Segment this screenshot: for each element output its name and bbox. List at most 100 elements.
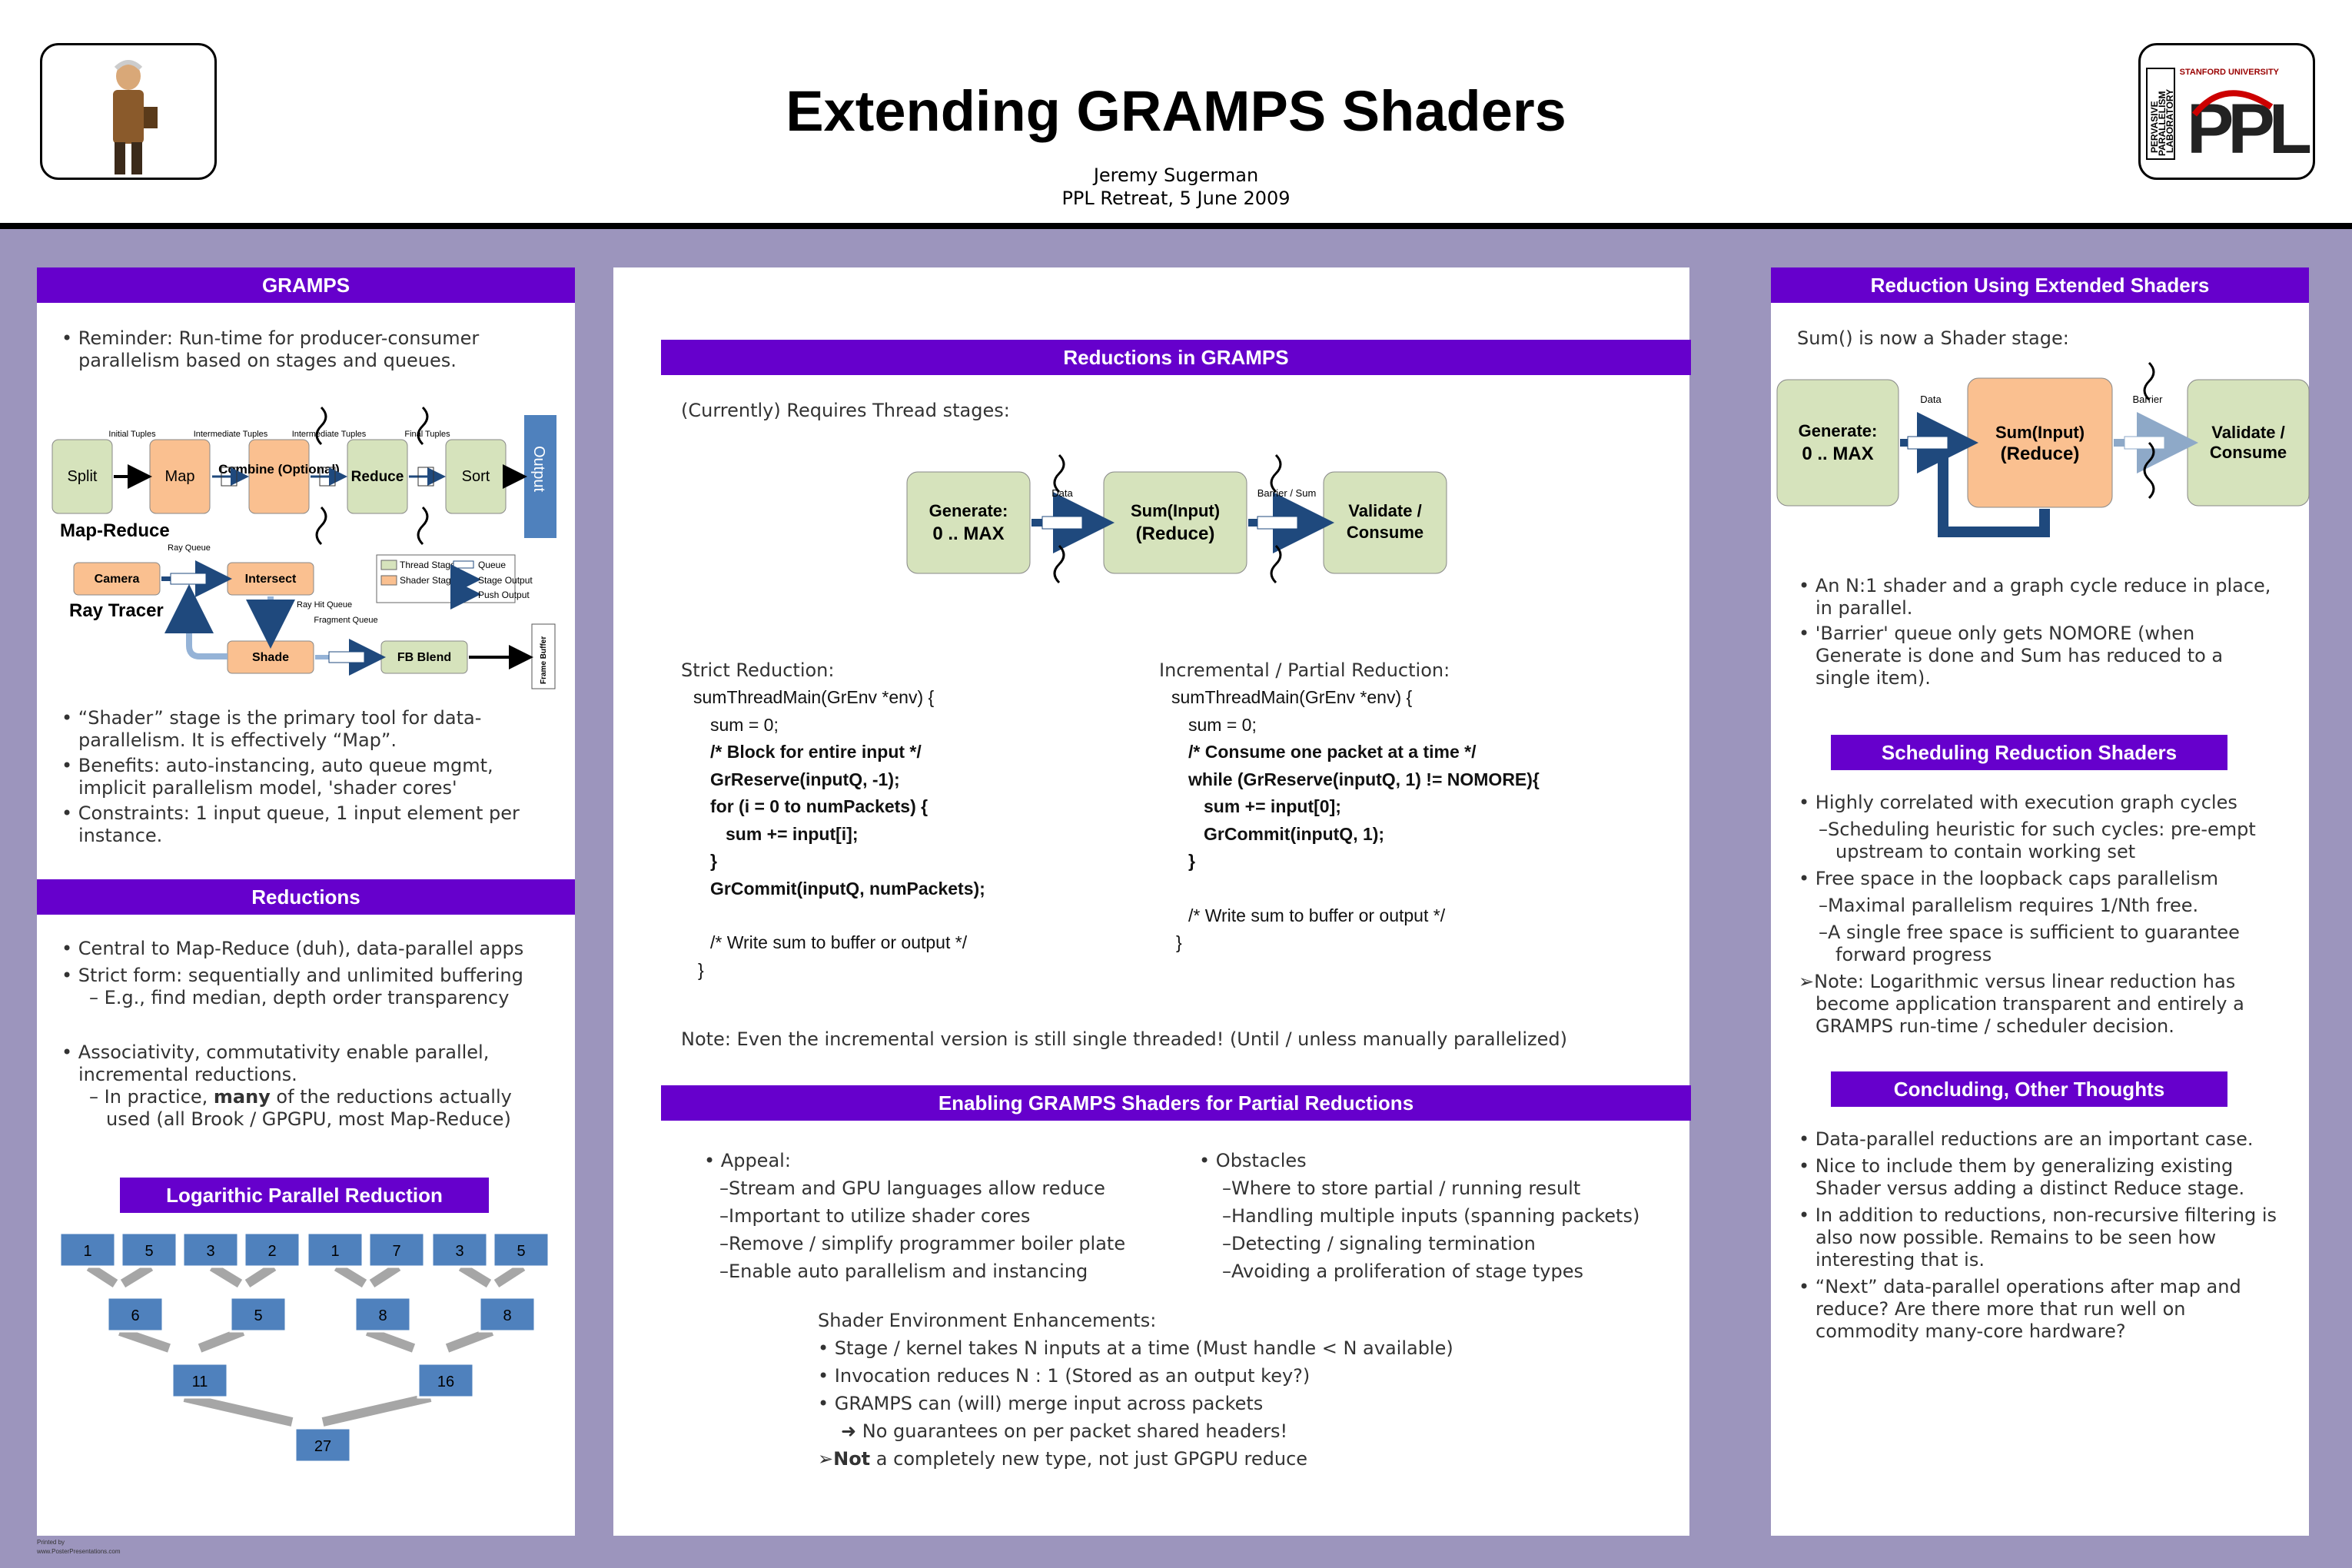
svg-text:Reduce: Reduce: [351, 469, 404, 485]
tree-node-value: 5: [517, 1243, 525, 1260]
tree-node-value: 5: [145, 1243, 153, 1260]
concluding-heading: Concluding, Other Thoughts: [1831, 1071, 2227, 1107]
single-thread-note: Note: Even the incremental version is st…: [681, 1028, 1567, 1050]
legend: [376, 554, 516, 603]
svg-text:Shade: Shade: [252, 651, 289, 664]
tree-node-value: 3: [455, 1243, 463, 1260]
enabling-heading: Enabling GRAMPS Shaders for Partial Redu…: [661, 1085, 1691, 1121]
incremental-title: Incremental / Partial Reduction:: [1159, 659, 1450, 681]
tree-node: [354, 1296, 412, 1333]
svg-text:Camera: Camera: [95, 573, 140, 586]
scheduling-text: • Highly correlated with execution graph…: [1799, 792, 2256, 1037]
ppl-logo: STANFORD UNIVERSITY PERVASIVE PARALLELIS…: [2138, 43, 2315, 180]
svg-text:Sum(Input): Sum(Input): [1995, 423, 2085, 442]
tree-node: [492, 1231, 550, 1268]
generate-stage: [906, 471, 1031, 574]
svg-text:Generate:: Generate:: [929, 501, 1008, 520]
tree-node: [171, 1362, 229, 1399]
svg-text:Ray Queue: Ray Queue: [168, 543, 211, 553]
svg-text:Barrier / Sum: Barrier / Sum: [1257, 487, 1317, 499]
svg-text:Barrier: Barrier: [2132, 394, 2163, 405]
tree-node-value: 7: [392, 1243, 400, 1260]
tree-node-value: 8: [378, 1307, 387, 1324]
gramps-bullets: • “Shader” stage is the primary tool for…: [61, 707, 520, 846]
appeal-list: • Appeal: –Stream and GPU languages allo…: [704, 1150, 1126, 1282]
svg-text:0 .. MAX: 0 .. MAX: [932, 523, 1004, 544]
tree-node: [106, 1296, 164, 1333]
tree-node: [120, 1231, 178, 1268]
sum-shader-stage: [1967, 377, 2113, 508]
tree-node: [294, 1427, 352, 1463]
tree-node-value: 11: [192, 1374, 208, 1390]
svg-text:Consume: Consume: [2210, 443, 2287, 462]
svg-text:LABORATORY: LABORATORY: [2164, 89, 2175, 153]
gramps-intro: • Reminder: Run-time for producer-consum…: [61, 327, 480, 371]
svg-text:Data: Data: [1920, 394, 1942, 405]
sum-thread-stage: [1103, 471, 1247, 574]
tree-node-value: 5: [254, 1307, 262, 1324]
svg-text:Intermediate Tuples: Intermediate Tuples: [194, 430, 268, 439]
event: PPL Retreat, 5 June 2009: [1061, 188, 1291, 209]
stage-split: [51, 439, 113, 514]
presenter-photo: [40, 43, 217, 180]
svg-text:Thread Stage: Thread Stage: [400, 560, 456, 570]
svg-text:Push Output: Push Output: [478, 590, 530, 600]
poster-title: Extending GRAMPS Shaders: [786, 79, 1566, 143]
svg-text:Split: Split: [68, 468, 98, 485]
extended-bullets: • An N:1 shader and a graph cycle reduce…: [1799, 575, 2271, 689]
concluding-bullets: • Data-parallel reductions are an import…: [1799, 1128, 2277, 1342]
scheduling-heading: Scheduling Reduction Shaders: [1831, 735, 2227, 770]
svg-text:Intersect: Intersect: [245, 573, 297, 586]
generate-stage: [1776, 379, 1899, 507]
shader-env-enhancements: Shader Environment Enhancements: • Stage…: [818, 1310, 1453, 1470]
svg-text:Queue: Queue: [478, 560, 506, 570]
extended-heading: Reduction Using Extended Shaders: [1771, 267, 2309, 303]
tree-node-value: 8: [503, 1307, 511, 1324]
tree-node-value: 6: [131, 1307, 139, 1324]
tree-node-value: 1: [331, 1243, 339, 1260]
thread-intro: (Currently) Requires Thread stages:: [681, 400, 1010, 421]
thread-reduction-diagram: Generate: 0 .. MAX Sum(Input) (Reduce) V…: [906, 453, 1447, 584]
svg-text:Stage Output: Stage Output: [478, 575, 533, 586]
svg-text:Sort: Sort: [462, 468, 490, 485]
svg-text:Final Tuples: Final Tuples: [404, 430, 450, 439]
gramps-heading: GRAMPS: [37, 267, 575, 303]
stage-reduce: [347, 439, 408, 514]
printer-credit: Printed by: [37, 1539, 65, 1546]
printer-url: www.PosterPresentations.com: [37, 1548, 121, 1555]
stage-combine: [248, 439, 310, 514]
shader-reduction-diagram: Generate: 0 .. MAX Sum(Input) (Reduce) V…: [1776, 361, 2310, 537]
reductions-heading: Reductions: [37, 879, 575, 915]
incremental-code: sumThreadMain(GrEnv *env) { sum = 0; /* …: [1171, 687, 1540, 952]
svg-text:Validate /: Validate /: [2211, 423, 2284, 442]
map-reduce-label: Map-Reduce: [60, 520, 170, 541]
tree-node: [243, 1231, 301, 1268]
extended-intro: Sum() is now a Shader stage:: [1797, 327, 2069, 349]
svg-text:Data: Data: [1051, 487, 1073, 499]
logtree-heading: Logarithic Parallel Reduction: [120, 1178, 489, 1213]
svg-text:Frame Buffer: Frame Buffer: [540, 636, 548, 684]
svg-text:Fragment Queue: Fragment Queue: [314, 616, 377, 625]
tree-node: [417, 1362, 475, 1399]
svg-text:Generate:: Generate:: [1799, 421, 1878, 440]
poster-header: STANFORD UNIVERSITY PERVASIVE PARALLELIS…: [0, 0, 2352, 229]
svg-text:0 .. MAX: 0 .. MAX: [1802, 443, 1873, 464]
svg-text:Initial Tuples: Initial Tuples: [108, 430, 156, 439]
tree-node: [58, 1231, 117, 1268]
svg-text:Map: Map: [165, 468, 195, 485]
tree-node: [430, 1231, 489, 1268]
tree-node-value: 3: [206, 1243, 214, 1260]
logo-university: STANFORD UNIVERSITY: [2180, 68, 2280, 77]
tree-node: [367, 1231, 426, 1268]
svg-text:PARALLELISM: PARALLELISM: [2157, 91, 2168, 156]
svg-text:FB Blend: FB Blend: [397, 651, 451, 664]
svg-text:(Reduce): (Reduce): [1136, 523, 1215, 544]
strict-title: Strict Reduction:: [681, 659, 835, 681]
stage-camera: [73, 562, 161, 596]
stage-output: [524, 415, 556, 538]
tree-node-value: 16: [437, 1374, 454, 1390]
tree-node: [478, 1296, 537, 1333]
svg-text:Sum(Input): Sum(Input): [1131, 501, 1220, 520]
tree-node: [229, 1296, 287, 1333]
gramps-graphs-diagram: Split Map Combine (Optional) Reduce Sort…: [51, 406, 556, 689]
